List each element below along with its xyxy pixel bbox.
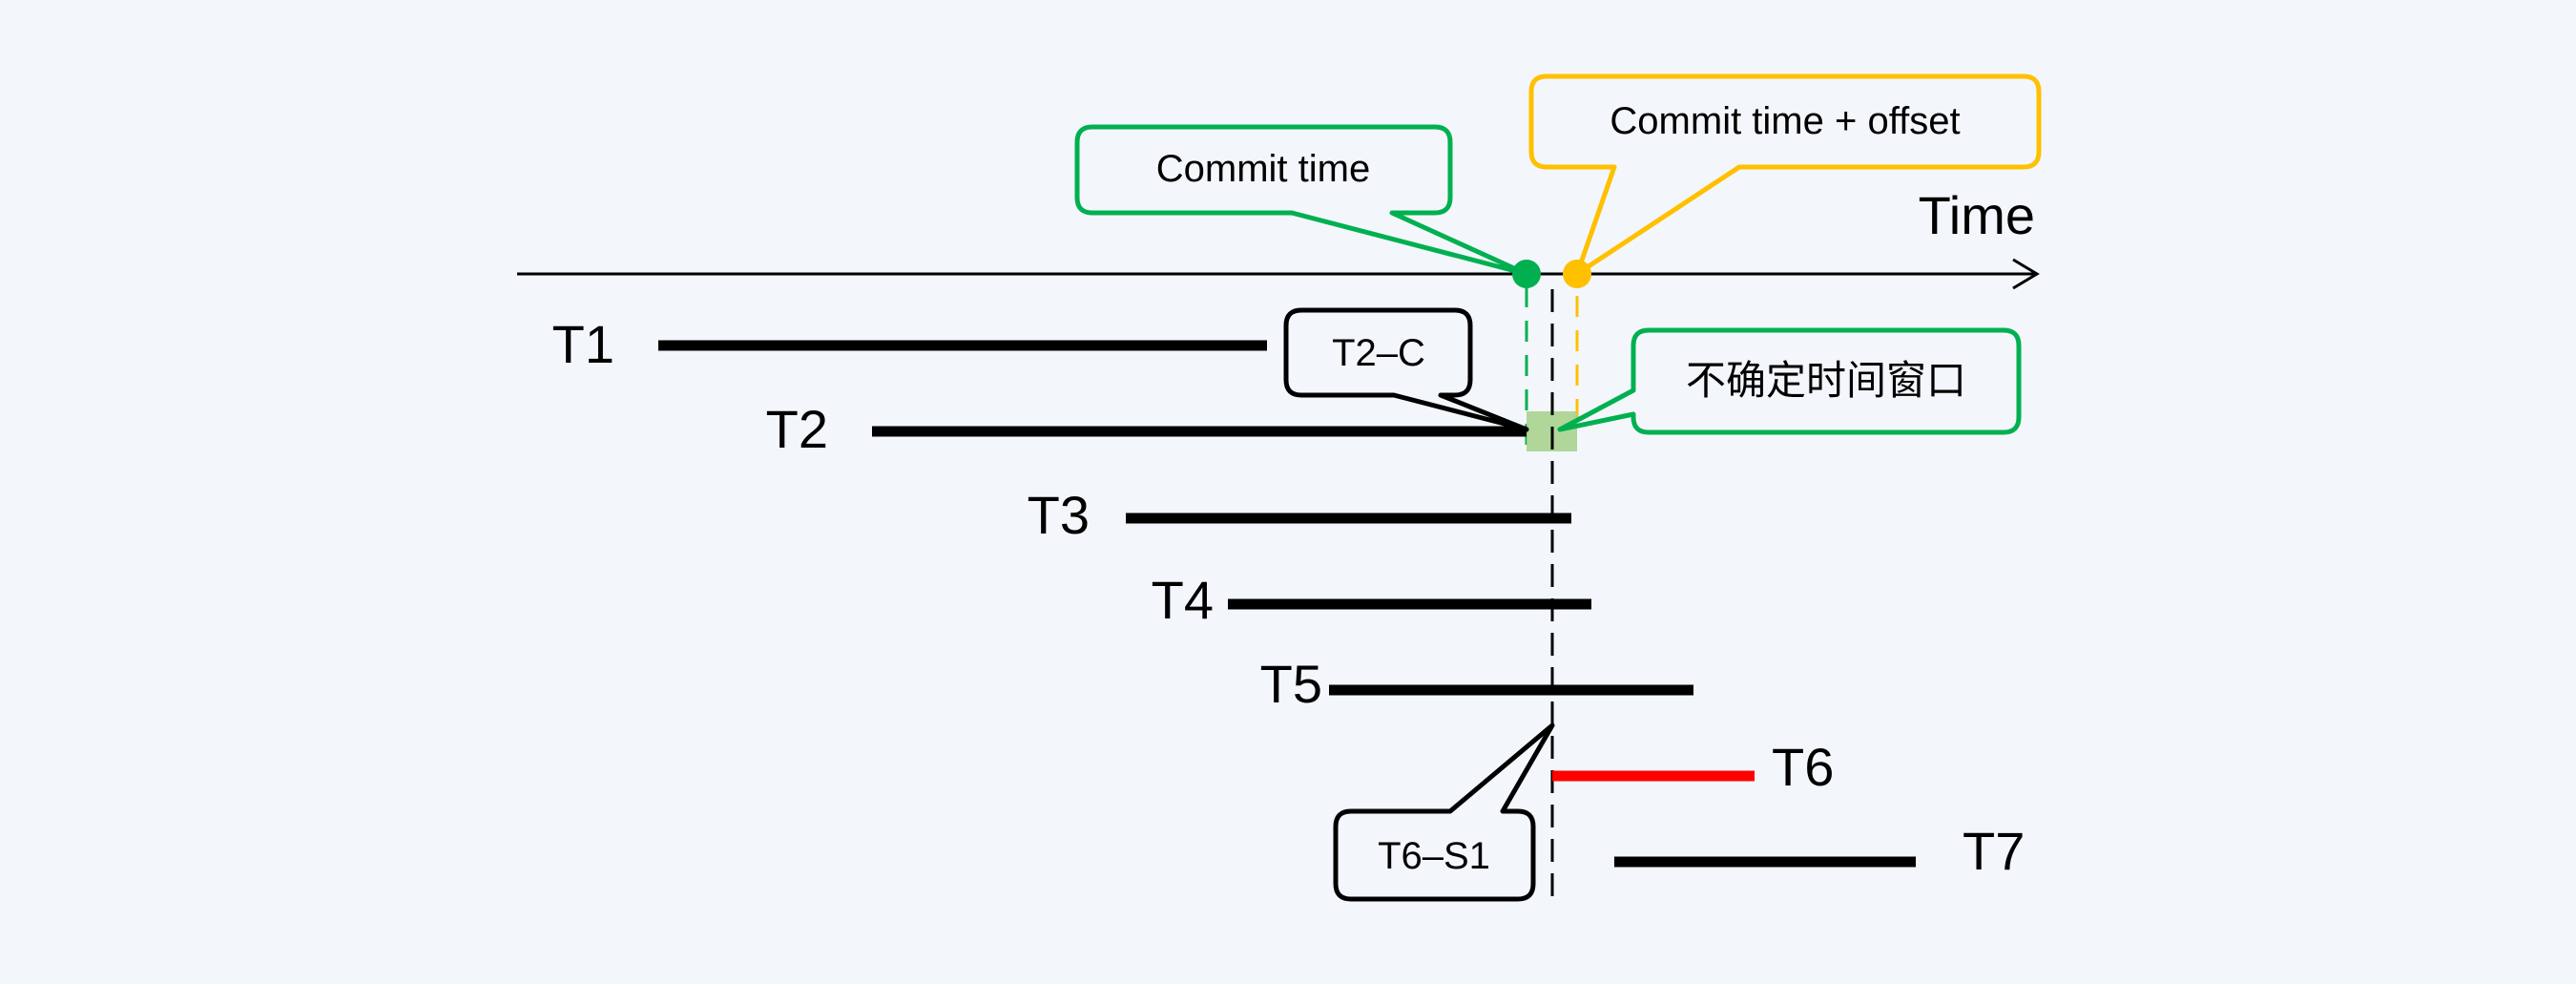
uncertainty-window-callout-box [1557,327,2022,435]
t2-commit-callout-text: T2–C [1332,332,1425,374]
transaction-label-t1: T1 [552,314,614,374]
transaction-label-t7: T7 [1963,821,2025,881]
commit-offset-marker [1563,260,1591,288]
transaction-label-t3: T3 [1028,485,1090,545]
time-axis-arrowhead-icon [2012,258,2040,290]
t2-commit-callout: T2–C [1283,307,1529,432]
uncertainty-window-callout: 不确定时间窗口 [1557,327,2022,435]
transaction-label-t6: T6 [1772,737,1834,797]
transaction-label-t2: T2 [766,399,828,459]
commit-offset-callout: Commit time + offset [1528,73,2042,277]
commit-time-callout-text: Commit time [1156,148,1370,190]
t6-start-callout-box [1333,722,1555,902]
transaction-label-t4: T4 [1152,570,1214,630]
commit-offset-callout-text: Commit time + offset [1610,100,1960,142]
uncertainty-window-callout-text: 不确定时间窗口 [1686,357,1966,404]
transaction-label-t5: T5 [1260,654,1322,714]
transaction-bars [658,340,1916,868]
t6-start-callout-text: T6–S1 [1378,835,1490,877]
t2-commit-callout-box [1283,307,1529,432]
t6-start-callout: T6–S1 [1333,722,1555,902]
commit-time-callout-box [1074,124,1529,277]
commit-offset-callout-box [1528,73,2042,277]
commit-time-callout: Commit time [1074,124,1529,277]
time-axis-label: Time [1919,185,2035,245]
transaction-labels: T1 T2 T3 T4 T5 T6 T7 [552,314,2025,881]
commit-time-marker [1512,260,1541,288]
